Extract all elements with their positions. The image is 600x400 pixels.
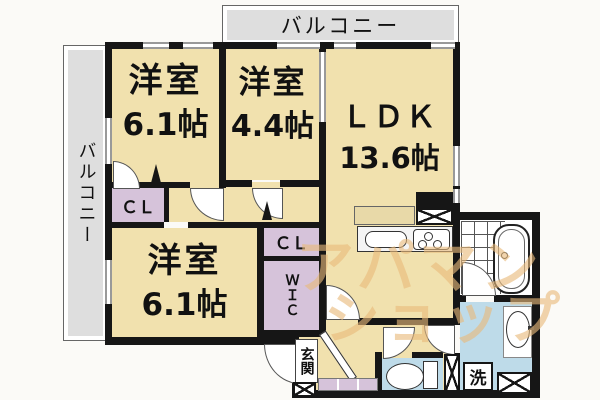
closet1-label: ＣＬ [121, 197, 155, 218]
bathtub-inner [498, 229, 525, 289]
washbasin [506, 311, 530, 348]
window [453, 146, 460, 186]
window [277, 42, 320, 49]
balcony-top: バルコニー [222, 5, 459, 45]
wic-label: ＷＩＣ [283, 273, 300, 318]
wall [257, 222, 326, 228]
kitchen-sink [365, 231, 407, 248]
bedroom-top-mid-name: 洋室 [238, 63, 307, 101]
room-bedroom-bottom [112, 228, 257, 337]
wall [164, 188, 169, 222]
entrance-label-box: 玄関 [295, 339, 318, 383]
toilet-tank [423, 361, 438, 389]
bedroom-bottom-size: 6.1帖 [141, 286, 228, 323]
washbasin-tap [528, 326, 534, 330]
closet2-label: ＣＬ [274, 234, 309, 254]
ldk-name: ＬＤＫ [341, 100, 438, 135]
shaft-xbox [497, 372, 532, 394]
closet-2 [264, 228, 319, 256]
window [183, 42, 213, 49]
wall [280, 180, 326, 187]
window [105, 118, 112, 164]
wall [532, 212, 540, 398]
stove-burner [433, 240, 442, 249]
window [431, 42, 455, 49]
wall [416, 192, 453, 208]
shaft-xbox [444, 354, 460, 392]
room-bedroom-top-mid [226, 49, 319, 180]
wall [257, 330, 326, 337]
wall [226, 180, 252, 187]
stove-burner [424, 232, 433, 241]
balcony-left: バルコニー [63, 45, 108, 341]
wall [220, 182, 226, 188]
wall [188, 222, 264, 228]
window [143, 42, 169, 49]
room-bedroom-top-left [112, 49, 219, 182]
bathtub [493, 224, 530, 294]
entrance-tiles [318, 378, 378, 391]
wall [257, 222, 264, 337]
laundry-label: 洗 [469, 369, 487, 389]
stove-burner [418, 240, 427, 249]
balcony-top-label: バルコニー [280, 14, 401, 38]
bedroom-top-left-name: 洋室 [128, 60, 203, 101]
wall [452, 212, 540, 220]
wall [412, 352, 443, 358]
walk-in-closet [264, 261, 319, 330]
wall [375, 352, 382, 398]
window [105, 260, 112, 304]
refrigerator-space-xbox [416, 208, 453, 225]
sliding-door [319, 52, 326, 122]
wall [292, 390, 540, 398]
wall [494, 295, 532, 302]
bedroom-top-left-size: 6.1帖 [122, 106, 209, 143]
balcony-left-label: バルコニー [75, 140, 97, 246]
wall [257, 256, 326, 261]
wall [358, 318, 460, 325]
laundry-space: 洗 [463, 362, 493, 391]
door-marker [262, 201, 272, 220]
kitchen-shelf [354, 206, 415, 225]
wall [460, 295, 466, 302]
bedroom-top-mid-size: 4.4帖 [230, 109, 315, 144]
wall [219, 42, 226, 188]
entrance-label: 玄関 [298, 347, 315, 375]
wall [105, 182, 190, 188]
wall [105, 222, 164, 228]
bedroom-bottom-name: 洋室 [147, 240, 222, 281]
wall [105, 42, 112, 345]
closet-1 [112, 188, 164, 222]
wall [319, 42, 326, 335]
room-ldk [326, 49, 453, 318]
ldk-size: 13.6帖 [339, 141, 440, 175]
window [453, 189, 460, 203]
window [334, 42, 356, 49]
door-marker [151, 164, 161, 183]
toilet-bowl [386, 363, 424, 390]
wall [105, 337, 299, 345]
wall [319, 318, 326, 325]
bathtub-drain [501, 252, 508, 259]
shaft-xbox [293, 382, 316, 397]
